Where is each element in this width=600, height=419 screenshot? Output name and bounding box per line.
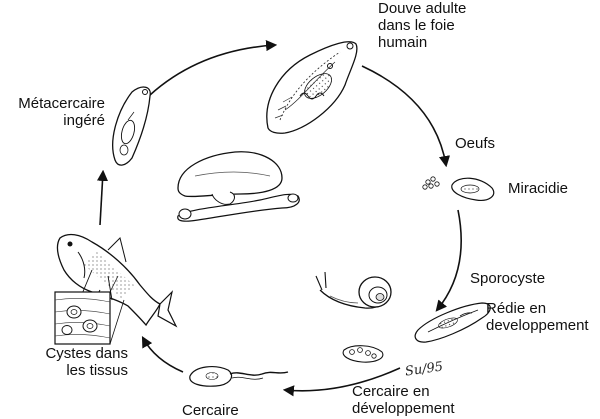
label-adult-fluke: Douve adulte dans le foie humain xyxy=(378,0,466,51)
label-sporocyst: Sporocyste xyxy=(470,270,545,287)
label-metacercaria-text: Métacercaire ingéré xyxy=(18,95,105,129)
redia-illustration xyxy=(414,302,491,343)
arrow-adult-to-eggs xyxy=(361,65,451,168)
miracidium-illustration xyxy=(451,177,495,201)
snail-illustration xyxy=(315,271,392,309)
label-redia: Rédie en developpement xyxy=(486,300,589,334)
arrow-fish-to-metacercaria xyxy=(96,169,109,226)
arrow-development-to-cercaria xyxy=(282,367,401,397)
label-redia-text: Rédie en developpement xyxy=(486,300,589,334)
label-cercaria-development: Cercaire en développement xyxy=(352,383,455,417)
label-miracidium: Miracidie xyxy=(508,180,568,197)
label-adult-fluke-text: Douve adulte dans le foie humain xyxy=(378,0,467,51)
cercaria-illustration xyxy=(189,366,289,387)
label-eggs: Oeufs xyxy=(455,135,495,152)
eggs-illustration xyxy=(422,176,440,190)
label-eggs-text: Oeufs xyxy=(455,135,496,152)
metacercaria-illustration xyxy=(112,86,151,166)
developing-cercariae-illustration xyxy=(342,345,384,363)
tissue-section-illustration xyxy=(54,275,125,345)
arrow-cercaria-to-fish xyxy=(141,336,184,373)
label-cysts: Cystes dans les tissus xyxy=(8,345,128,379)
label-cercaria-development-text: Cercaire en développement xyxy=(352,383,455,417)
label-cysts-text: Cystes dans les tissus xyxy=(45,345,128,379)
central-organs-illustration xyxy=(177,151,300,222)
fish-illustration xyxy=(56,233,178,328)
adult-fluke-illustration xyxy=(266,41,358,134)
label-cercaria: Cercaire xyxy=(182,402,239,419)
label-miracidium-text: Miracidie xyxy=(508,180,569,197)
arrow-eggs-to-sporocyst xyxy=(435,209,462,312)
label-sporocyst-text: Sporocyste xyxy=(470,270,546,287)
label-cercaria-text: Cercaire xyxy=(182,402,239,419)
label-metacercaria: Métacercaire ingéré xyxy=(0,95,105,129)
arrow-metacercaria-to-adult xyxy=(149,40,278,96)
